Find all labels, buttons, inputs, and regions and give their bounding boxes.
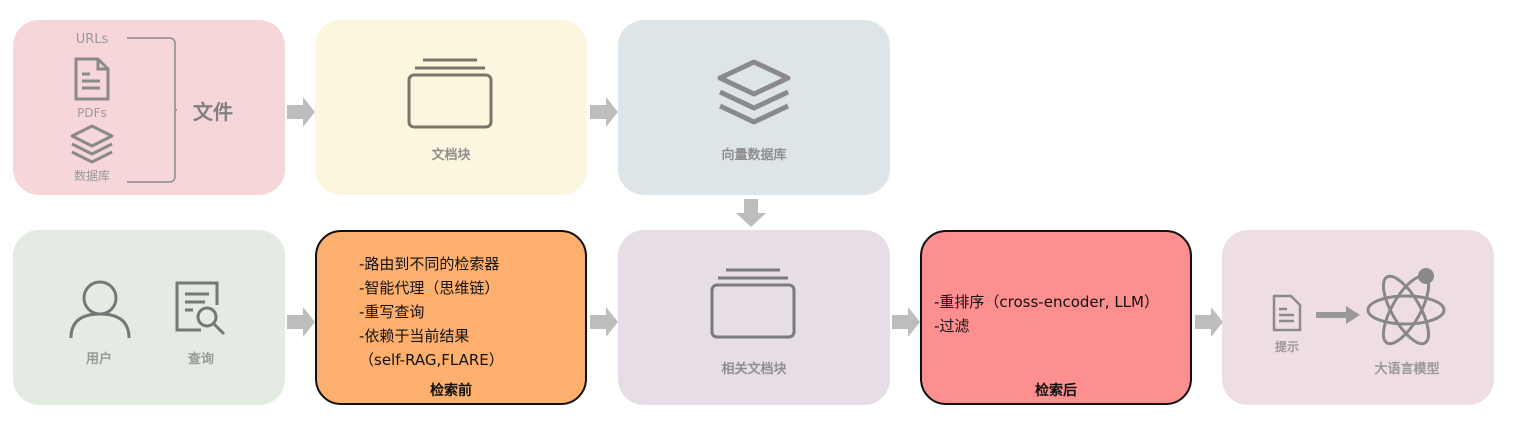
prompt-label: 提示 xyxy=(1274,340,1299,354)
post-retrieval-item: -重排序（cross-encoder, LLM） xyxy=(934,293,1159,311)
vector-database-box: 向量数据库 xyxy=(618,20,890,195)
post-retrieval-item: -过滤 xyxy=(934,317,970,335)
pre-retrieval-box: -路由到不同的检索器 -智能代理（思维链） -重写查询 -依赖于当前结果 （se… xyxy=(315,230,587,405)
llm-atom-icon xyxy=(1366,268,1446,346)
user-icon xyxy=(69,280,131,339)
relevant-chunks-icon xyxy=(710,268,796,339)
arrow-right-icon xyxy=(590,307,618,341)
pre-retrieval-title: 检索前 xyxy=(430,383,472,399)
arrow-down-icon xyxy=(736,199,766,231)
generation-box: 提示 大语言模型 xyxy=(1222,230,1494,405)
arrow-right-icon xyxy=(892,307,920,341)
bracket xyxy=(127,37,177,183)
user-label: 用户 xyxy=(85,352,112,367)
pre-retrieval-item: -依赖于当前结果 xyxy=(359,327,470,345)
database-label: 数据库 xyxy=(73,169,110,183)
arrow-right-icon xyxy=(287,97,315,131)
arrow-right-icon xyxy=(590,97,618,131)
vector-db-label: 向量数据库 xyxy=(721,148,787,163)
prompt-document-icon xyxy=(1272,294,1302,332)
post-retrieval-box: -重排序（cross-encoder, LLM） -过滤 检索后 xyxy=(920,230,1192,405)
database-layers-icon xyxy=(70,124,114,164)
chunks-icon xyxy=(407,58,493,129)
user-query-box: 用户 查询 xyxy=(13,230,285,405)
arrow-right-icon xyxy=(1195,307,1223,341)
sources-box: URLs PDFs 数据库 文件 xyxy=(13,20,285,195)
post-retrieval-title: 检索后 xyxy=(1035,383,1077,399)
files-label: 文件 xyxy=(193,100,233,124)
pdfs-label: PDFs xyxy=(77,106,107,120)
pre-retrieval-item: （self-RAG,FLARE） xyxy=(359,351,504,369)
pre-retrieval-item: -路由到不同的检索器 xyxy=(359,255,500,273)
pre-retrieval-list: -路由到不同的检索器 -智能代理（思维链） -重写查询 -依赖于当前结果 （se… xyxy=(359,252,504,372)
arrow-right-icon xyxy=(287,307,315,341)
chunks-label: 文档块 xyxy=(431,148,471,163)
query-search-icon xyxy=(175,281,226,336)
arrow-right-icon xyxy=(1316,306,1360,324)
vector-layers-icon xyxy=(717,59,791,125)
pdf-document-icon xyxy=(74,57,110,101)
pre-retrieval-item: -重写查询 xyxy=(359,303,425,321)
urls-label: URLs xyxy=(75,32,109,47)
relevant-chunks-label: 相关文档块 xyxy=(721,362,787,377)
document-chunks-box: 文档块 xyxy=(315,20,587,195)
query-label: 查询 xyxy=(187,352,214,367)
pre-retrieval-item: -智能代理（思维链） xyxy=(359,279,500,297)
post-retrieval-list: -重排序（cross-encoder, LLM） -过滤 xyxy=(934,290,1159,338)
llm-label: 大语言模型 xyxy=(1374,362,1440,377)
relevant-chunks-box: 相关文档块 xyxy=(618,230,890,405)
